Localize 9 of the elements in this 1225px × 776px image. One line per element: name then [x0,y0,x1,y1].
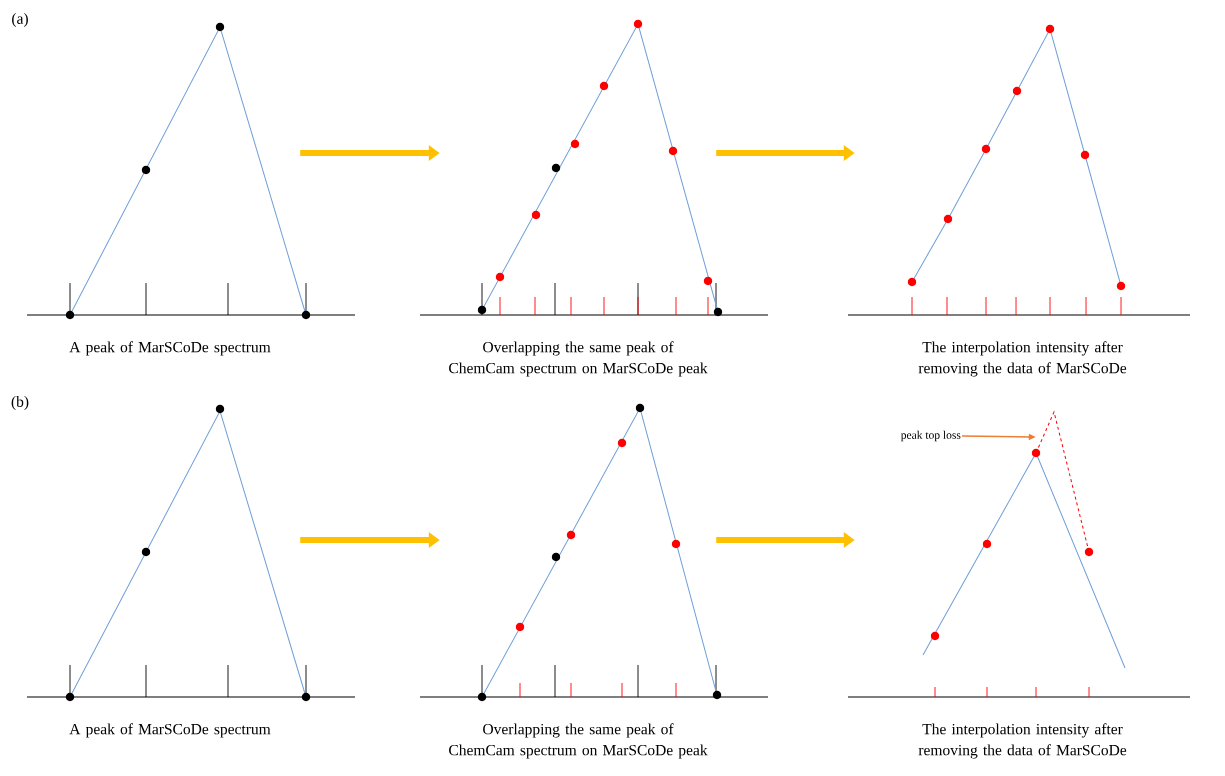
panel-label: (b) [11,395,29,411]
panel-label: (a) [12,12,28,27]
annotation-text: peak top loss [901,430,961,442]
panel-caption: A peak of MarSCoDe spectrum [69,723,271,738]
panel-caption: The interpolation intensity after removing the data of MarSCoDe [918,341,1127,377]
panel-caption: Overlapping the same peak of ChemCam spectrum on MarSCoDe peak [449,723,708,759]
panel-caption: A peak of MarSCoDe spectrum [69,341,271,356]
panel-caption: The interpolation intensity after removing the data of MarSCoDe [918,723,1127,759]
panel-caption: Overlapping the same peak of ChemCam spectrum on MarSCoDe peak [449,341,708,377]
